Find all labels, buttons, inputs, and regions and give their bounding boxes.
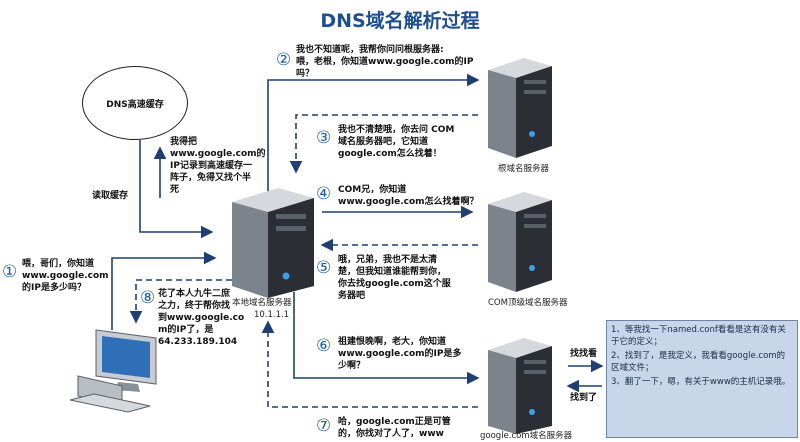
step5-text: 哦，兄弟，我也不是太清 楚，但我知道谁能帮到你， 你去找google.com这个… (338, 255, 451, 301)
step2-number: ② (276, 50, 292, 70)
com-server-label: COM顶级域名服务器 (488, 298, 568, 308)
note-line-1: 1、等我找一下named.conf看看是这有没有关于它的定义； (611, 325, 786, 347)
arrow-step8 (129, 279, 232, 324)
cache-write-text: 我得把 www.google.com的 IP记录到高速缓存一 阵子，免得又找个半… (170, 137, 266, 195)
step5-number: ⑤ (316, 258, 332, 278)
step6-text: 祖建恨晚啊，老大，你知道 www.google.com的IP是多 少啊？ (338, 337, 462, 371)
diagram-title: DNS域名解析过程 (320, 10, 480, 32)
step4-text: COM兄，你知道 www.google.com怎么找着啊？ (338, 185, 479, 207)
dns-cache-label: DNS高速缓存 (106, 99, 164, 110)
arrow-step3 (289, 114, 478, 174)
google-server-label: google.com域名服务器 (480, 431, 573, 441)
step2-text: 我也不知道呢，我帮你问问根服务器: 喂，老根，你知道www.google.com… (296, 45, 474, 79)
root-server-label: 根域名服务器 (498, 164, 550, 174)
arrow-read-cache (139, 140, 214, 239)
note-line-2: 2、找到了，是我定义，我看看google.com的区域文件； (611, 351, 786, 373)
dns-cache: DNS高速缓存 (82, 66, 188, 140)
step8-number: ⑧ (140, 288, 156, 308)
arrow-step7 (261, 320, 478, 408)
step4-number: ④ (316, 184, 332, 204)
step8-text: 花了本人九牛二庶 之力，终于帮你找 到www.google.co m的IP了，是… (158, 289, 245, 347)
client-computer-icon (69, 329, 157, 413)
local-server-icon (232, 188, 314, 298)
local-server-label: 本地域名服务器 (232, 298, 292, 308)
step1-number: ① (2, 262, 18, 282)
arrow-step6 (293, 292, 480, 385)
step7-number: ⑦ (316, 416, 332, 436)
step3-number: ③ (316, 128, 332, 148)
root-server-icon (488, 58, 552, 158)
com-server-icon (488, 192, 552, 292)
step6-number: ⑥ (316, 336, 332, 356)
step3-text: 我也不清楚哦，你去问 COM 域名服务器吧，它知道 google.com怎么找着… (338, 125, 455, 159)
local-server-ip: 10.1.1.1 (254, 310, 290, 320)
found-label: 找到了 (570, 393, 598, 403)
find-look-label: 找找看 (570, 349, 598, 359)
google-server-notes: 1、等我找一下named.conf看看是这有没有关于它的定义； 2、找到了，是我… (606, 320, 798, 438)
arrow-step2 (267, 73, 480, 200)
step1-text: 喂，哥们，你知道 www.google.com 的IP是多少吗？ (22, 259, 109, 293)
google-server-icon (488, 338, 552, 434)
note-line-3: 3、翻了一下，嗯，有关于www的主机记录哦。 (611, 377, 791, 387)
arrow-step1 (111, 251, 217, 330)
step7-text: 哈，google.com正是可管 的，你找对了人了，www (338, 417, 451, 439)
read-cache-label: 读取缓存 (92, 191, 129, 201)
